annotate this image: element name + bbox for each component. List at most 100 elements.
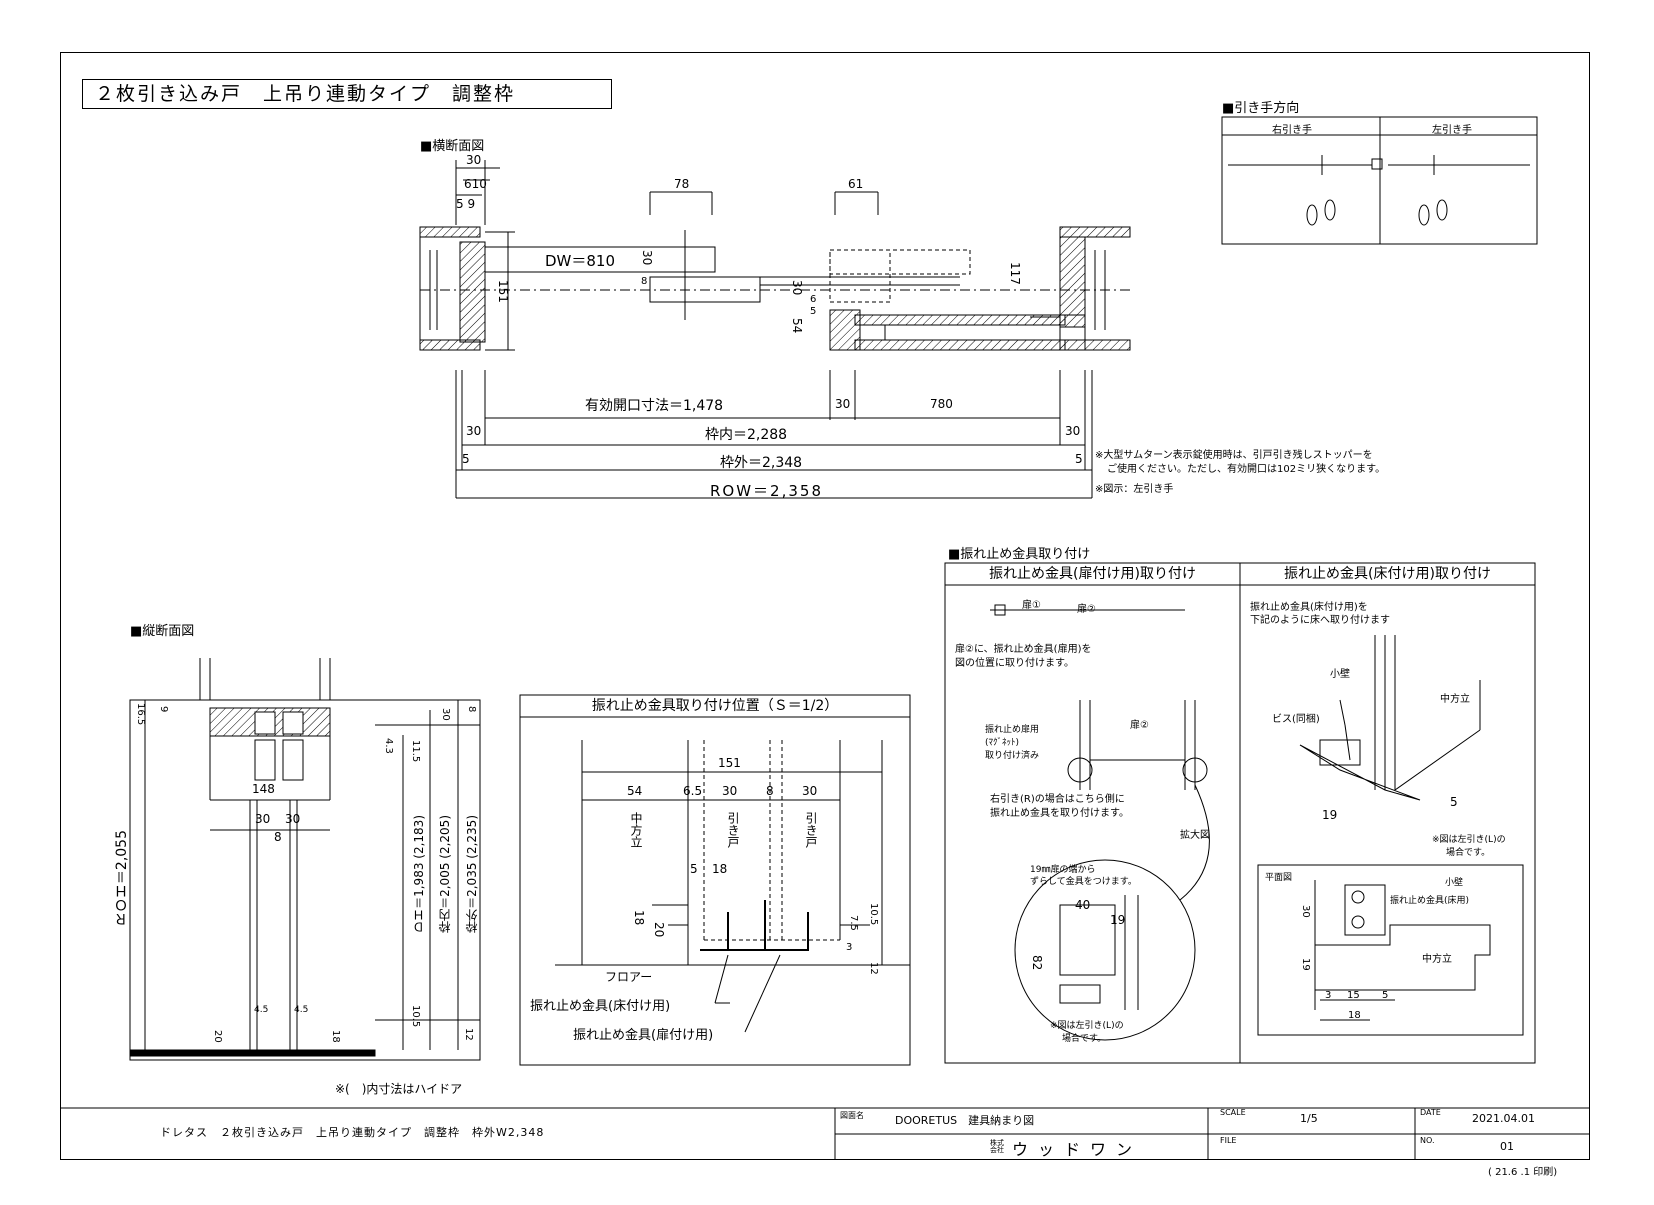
footer-company: ウッドワン <box>1012 1140 1143 1159</box>
label-right-pull-2: 振れ止め金具を取り付けます。 <box>990 808 1129 819</box>
plan-kokabe: 小壁 <box>1445 878 1464 888</box>
label-zoom: 拡大図 <box>1180 830 1210 841</box>
mount-right-header: 振れ止め金具(床付け用)取り付け <box>1284 566 1491 582</box>
vertical-section-heading: ■縦断面図 <box>130 624 195 639</box>
label-screw: ビス(同梱) <box>1272 714 1320 725</box>
label-door-one: 扉① <box>1022 600 1041 611</box>
note-high-door: ※( )内寸法はハイドア <box>335 1082 463 1096</box>
dim-inner: 枠内＝2,288 <box>705 427 788 443</box>
dim-dw: DW＝810 <box>545 252 616 270</box>
detail-left-note-2: 場合です。 <box>1062 1034 1107 1044</box>
dim-151: 151 <box>496 280 510 303</box>
label-door-two-b: 扉② <box>1130 720 1149 731</box>
page-title: ２枚引き込み戸 上吊り連動タイプ 調整枠 <box>82 79 612 109</box>
plan-label: 平面図 <box>1265 873 1293 883</box>
dim-inner-right: 30 <box>1065 424 1081 438</box>
dim-6: 6 <box>810 294 817 305</box>
handle-direction-heading: ■引き手方向 <box>1222 101 1300 116</box>
footer-name-label: 図面名 <box>840 1111 864 1120</box>
pos-dim-7-5: 7.5 <box>848 915 859 931</box>
dim-780: 780 <box>930 397 953 411</box>
dim-30a-v: 30 <box>255 812 271 826</box>
detail-note-b: ずらして金具をつけます。 <box>1030 877 1137 887</box>
footer-name: DOORETUS 建具納まり図 <box>895 1114 1035 1127</box>
plan-dim-5: 5 <box>1382 990 1389 1001</box>
plan-dim-15: 15 <box>1347 990 1360 1001</box>
pos-dim-151: 151 <box>718 756 741 770</box>
pos-dim-12: 12 <box>868 962 879 975</box>
dim-117: 117 <box>1008 262 1022 285</box>
dim-dh: ＤＨ＝1,983 (2,183) <box>412 815 426 933</box>
footer-scale: 1/5 <box>1300 1112 1318 1125</box>
plan-dim-3: 3 <box>1325 990 1332 1001</box>
dim-9: 9 <box>158 706 169 713</box>
label-magnet-1: 振れ止め扉用 <box>985 725 1040 735</box>
floor-instr-1: 振れ止め金具(床付け用)を <box>1250 602 1368 613</box>
detail-dim-82: 82 <box>1030 955 1044 971</box>
callout-floor-bracket: 振れ止め金具(床付け用) <box>530 999 671 1014</box>
note-left-handle: ※図示：左引き手 <box>1095 484 1174 495</box>
dim-outer-right: 5 <box>1075 452 1083 466</box>
label-door-1: 引き戸 <box>726 812 740 848</box>
footer-company-prefix: 株式会社 <box>990 1139 1004 1154</box>
pos-dim-5: 5 <box>690 862 698 876</box>
dim-12-v: 12 <box>463 1028 474 1041</box>
dim-148: 148 <box>252 782 275 796</box>
dim-8: 8 <box>641 276 648 287</box>
floor-instr-2: 下記のように床へ取り付けます <box>1250 615 1390 626</box>
pos-dim-30a: 30 <box>722 784 738 798</box>
label-center-post: 中方立 <box>629 812 643 848</box>
dim-row: ROW＝2,358 <box>710 482 824 500</box>
label-magnet-2: (ﾏｸﾞﾈｯﾄ) <box>985 738 1020 748</box>
dim-30b-v: 30 <box>285 812 301 826</box>
floor-note-1: ※図は左引き(L)の <box>1432 835 1506 845</box>
dim-5: 5 <box>810 306 817 317</box>
detail-dim-19: 19 <box>1110 913 1126 927</box>
pos-dim-3: 3 <box>846 942 853 953</box>
dim-inner-left: 30 <box>466 424 482 438</box>
footer-date: 2021.04.01 <box>1472 1112 1535 1125</box>
position-header: 振れ止め金具取り付け位置（Ｓ＝1/2） <box>591 698 839 714</box>
dim-78: 78 <box>674 177 690 191</box>
label-kokabe: 小壁 <box>1330 669 1350 680</box>
callout-door-bracket: 振れ止め金具(扉付け用) <box>573 1028 714 1043</box>
dim-opening: 有効開口寸法＝1,478 <box>585 398 724 414</box>
handle-left-label: 左引き手 <box>1432 125 1472 136</box>
instruction-2: 図の位置に取り付けます。 <box>955 658 1074 669</box>
dim-30c: 30 <box>835 397 851 411</box>
label-right-pull-1: 右引き(R)の場合はこちら側に <box>990 794 1125 805</box>
label-door-two: 扉② <box>1077 604 1096 615</box>
dim-54: 54 <box>790 318 804 334</box>
instruction-1: 扉②に、振れ止め金具(扉用)を <box>955 644 1092 655</box>
dim-4-5b: 4.5 <box>294 1005 309 1015</box>
dim-outer: 枠外＝2,348 <box>720 455 803 471</box>
mount-left-header: 振れ止め金具(扉付け用)取り付け <box>989 566 1196 582</box>
dim-outer-left: 5 <box>462 452 470 466</box>
dim-16-5: 16.5 <box>135 703 146 726</box>
pos-dim-8: 8 <box>766 784 774 798</box>
note-opening: ご使用ください。ただし、有効開口は102ミリ狭くなります。 <box>1107 464 1386 475</box>
detail-left-note-1: ※図は左引き(L)の <box>1050 1021 1124 1031</box>
label-door-2: 引き戸 <box>804 812 818 848</box>
footer-scale-label: SCALE <box>1220 1108 1246 1117</box>
dim-outer-v: 枠外＝2,035 (2,235) <box>465 815 479 933</box>
plan-dim-30: 30 <box>1300 905 1311 918</box>
dim-30-v: 30 <box>440 708 451 721</box>
footer-no: 01 <box>1500 1140 1514 1153</box>
plan-dim-18: 18 <box>1348 1010 1361 1021</box>
dim-30: 30 <box>466 153 482 167</box>
floor-dim-19: 19 <box>1322 808 1338 822</box>
footer-description: ドレタス ２枚引き込み戸 上吊り連動タイプ 調整枠 枠外W2,348 <box>160 1126 545 1139</box>
horizontal-section-heading: ■横断面図 <box>420 139 485 154</box>
pos-dim-30b: 30 <box>802 784 818 798</box>
detail-dim-40: 40 <box>1075 898 1091 912</box>
dim-inner-v: 枠内＝2,005 (2,205) <box>438 815 452 933</box>
dim-18-v: 18 <box>330 1030 341 1043</box>
dim-20-v: 20 <box>212 1030 223 1043</box>
pos-dim-54: 54 <box>627 784 643 798</box>
dim-59: 5 9 <box>456 197 476 211</box>
floor-note-2: 場合です。 <box>1446 848 1491 858</box>
dim-30a: 30 <box>640 250 654 266</box>
pos-dim-18b: 18 <box>632 910 646 926</box>
